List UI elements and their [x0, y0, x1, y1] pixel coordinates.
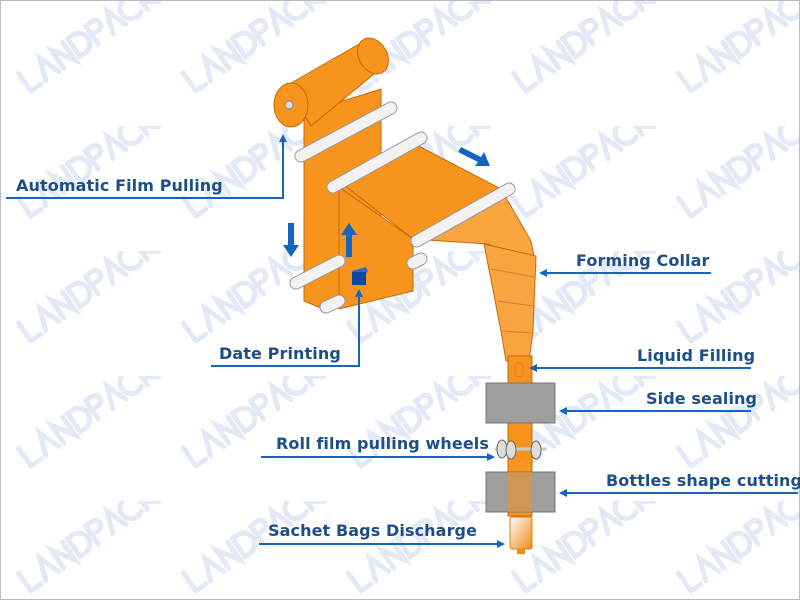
film-roll	[273, 37, 389, 128]
label-liquid-filling: Liquid Filling	[637, 346, 756, 365]
side-sealer	[485, 382, 556, 424]
label-discharge: Sachet Bags Discharge	[268, 521, 478, 540]
pulling-wheels	[495, 439, 547, 460]
callout-lines	[6, 134, 798, 548]
direction-arrows	[283, 147, 490, 257]
label-pulling-wheels: Roll film pulling wheels	[276, 434, 490, 453]
tube-in-cutter	[508, 472, 532, 512]
date-printer	[352, 267, 368, 285]
rollers	[289, 101, 516, 314]
label-shape-cutting: Bottles shape cutting	[606, 471, 800, 490]
sachet-bag	[509, 516, 533, 554]
label-forming-collar: Forming Collar	[576, 251, 710, 270]
arrow-up-icon	[341, 223, 357, 257]
arrow-right-down-icon	[458, 147, 490, 166]
arrow-down-icon	[283, 223, 299, 257]
label-side-sealing: Side sealing	[646, 389, 758, 408]
label-film-pulling: Automatic Film Pulling	[16, 176, 223, 195]
label-date-printing: Date Printing	[219, 344, 341, 363]
